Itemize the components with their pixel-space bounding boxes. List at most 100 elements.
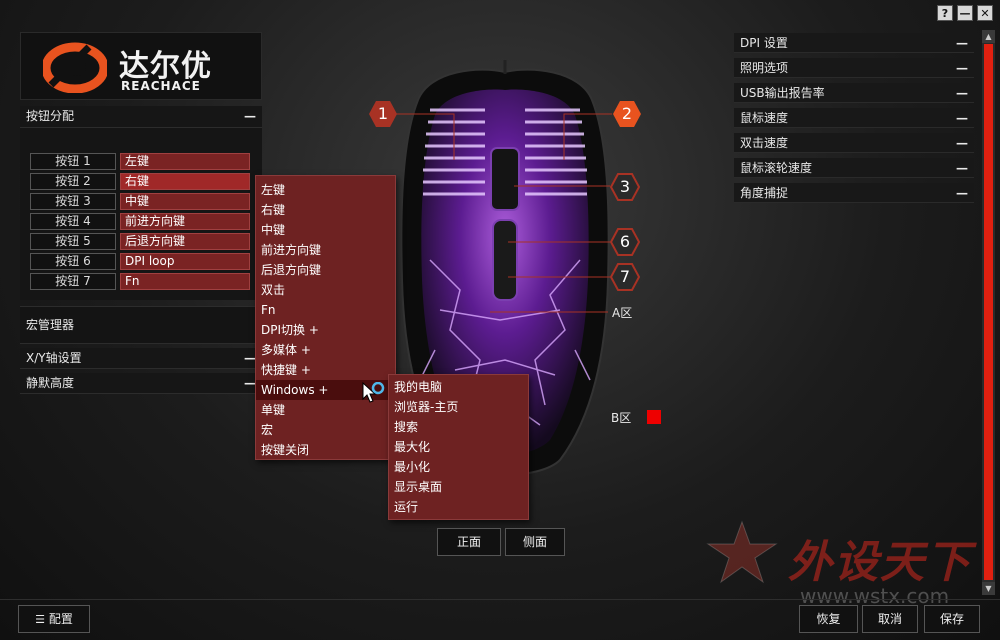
- callout-3-label: 3: [619, 177, 631, 196]
- usb-report-rate-label: USB输出报告率: [740, 86, 825, 100]
- button-value[interactable]: 右键: [120, 173, 250, 190]
- restore-button[interactable]: 恢复: [799, 605, 858, 633]
- windows-submenu: 我的电脑 浏览器-主页 搜索 最大化 最小化 显示桌面 运行: [388, 374, 529, 520]
- cancel-button[interactable]: 取消: [862, 605, 918, 633]
- dpi-settings-label: DPI 设置: [740, 36, 788, 50]
- submenu-item[interactable]: 浏览器-主页: [394, 400, 459, 414]
- menu-item[interactable]: 后退方向键: [261, 263, 322, 277]
- menu-item-dpi-switch[interactable]: DPI切换 +: [261, 323, 319, 337]
- submenu-item[interactable]: 最大化: [394, 440, 431, 454]
- config-label: 配置: [48, 612, 73, 626]
- close-button[interactable]: ✕: [977, 5, 993, 21]
- zone-b-color-swatch[interactable]: [647, 410, 661, 424]
- callout-7-marker[interactable]: [610, 263, 640, 291]
- scroll-up-icon[interactable]: ▲: [982, 30, 995, 43]
- brand-logo: 达尔优 REACHACE: [20, 32, 262, 100]
- submenu-item[interactable]: 显示桌面: [394, 480, 443, 494]
- cursor-busy-icon: [362, 382, 385, 403]
- callout-1-marker[interactable]: [368, 100, 398, 128]
- dpi-settings-header[interactable]: DPI 设置 —: [734, 33, 974, 53]
- callout-7-label: 7: [619, 267, 631, 286]
- menu-item-shortcut[interactable]: 快捷键 +: [261, 363, 311, 377]
- menu-item[interactable]: 左键: [261, 183, 286, 197]
- double-click-speed-header[interactable]: 双击速度 —: [734, 133, 974, 153]
- scroll-down-icon[interactable]: ▼: [982, 582, 995, 595]
- callout-6-label: 6: [619, 232, 631, 251]
- scroll-speed-header[interactable]: 鼠标滚轮速度 —: [734, 158, 974, 178]
- submenu-item[interactable]: 运行: [394, 500, 419, 514]
- usb-report-rate-header[interactable]: USB输出报告率 —: [734, 83, 974, 103]
- menu-item[interactable]: 单键: [261, 403, 286, 417]
- watermark-star-icon: [706, 520, 778, 584]
- button-value[interactable]: Fn: [120, 273, 250, 290]
- button-value[interactable]: 左键: [120, 153, 250, 170]
- lighting-options-header[interactable]: 照明选项 —: [734, 58, 974, 78]
- collapse-icon[interactable]: —: [244, 376, 256, 390]
- scrollbar-thumb[interactable]: [984, 44, 993, 580]
- menu-item[interactable]: 前进方向键: [261, 243, 322, 257]
- minimize-button[interactable]: —: [957, 5, 973, 21]
- callout-2-label: 2: [621, 104, 633, 123]
- button-label: 按钮 1: [30, 153, 116, 170]
- menu-item-windows[interactable]: Windows +: [256, 380, 395, 400]
- macro-manager-label: 宏管理器: [26, 318, 75, 332]
- xy-axis-title: X/Y轴设置: [26, 351, 82, 365]
- help-button[interactable]: ?: [937, 5, 953, 21]
- brand-name-en: REACHACE: [121, 79, 201, 93]
- xy-axis-header[interactable]: X/Y轴设置 —: [20, 348, 262, 369]
- collapse-icon[interactable]: —: [244, 351, 256, 365]
- callout-6-marker[interactable]: [610, 228, 640, 256]
- collapse-icon[interactable]: —: [956, 36, 968, 50]
- watermark-text-en: www.wstx.com: [800, 584, 950, 608]
- lift-height-header[interactable]: 静默高度 —: [20, 373, 262, 394]
- callout-3-marker[interactable]: [610, 173, 640, 201]
- button-label: 按钮 7: [30, 273, 116, 290]
- button-label: 按钮 4: [30, 213, 116, 230]
- collapse-icon[interactable]: —: [956, 161, 968, 175]
- collapse-icon[interactable]: —: [956, 136, 968, 150]
- mouse-speed-header[interactable]: 鼠标速度 —: [734, 108, 974, 128]
- menu-item[interactable]: 双击: [261, 283, 286, 297]
- config-button[interactable]: ☰ 配置: [18, 605, 90, 633]
- lighting-options-label: 照明选项: [740, 61, 789, 75]
- submenu-item[interactable]: 最小化: [394, 460, 431, 474]
- menu-item-multimedia[interactable]: 多媒体 +: [261, 343, 311, 357]
- side-view-button[interactable]: 侧面: [505, 528, 565, 556]
- button-assign-panel: 按钮 1 左键 按钮 2 右键 按钮 3 中键 按钮 4 前进方向键 按钮 5 …: [20, 128, 262, 300]
- menu-item[interactable]: Fn: [261, 303, 276, 317]
- angle-snapping-label: 角度捕捉: [740, 186, 789, 200]
- lift-height-title: 静默高度: [26, 376, 75, 390]
- zone-b-label: B区: [611, 411, 632, 425]
- list-icon: ☰: [35, 613, 46, 626]
- collapse-icon[interactable]: —: [956, 61, 968, 75]
- button-value[interactable]: 前进方向键: [120, 213, 250, 230]
- macro-manager-button[interactable]: 宏管理器: [20, 306, 262, 344]
- button-assign-header[interactable]: 按钮分配 —: [20, 106, 262, 128]
- watermark-text-cn: 外设天下: [788, 537, 972, 588]
- front-view-button[interactable]: 正面: [437, 528, 501, 556]
- menu-item[interactable]: 中键: [261, 223, 286, 237]
- brand-name-cn: 达尔优: [119, 49, 212, 84]
- menu-item[interactable]: 按键关闭: [261, 443, 310, 457]
- button-value[interactable]: 后退方向键: [120, 233, 250, 250]
- menu-item[interactable]: 宏: [261, 423, 274, 437]
- zone-a-label: A区: [612, 306, 633, 320]
- button-assign-title: 按钮分配: [26, 109, 75, 123]
- callout-2-marker[interactable]: [612, 100, 642, 128]
- button-label: 按钮 3: [30, 193, 116, 210]
- submenu-item[interactable]: 我的电脑: [394, 380, 443, 394]
- button-value[interactable]: DPI loop: [120, 253, 250, 270]
- menu-item[interactable]: 右键: [261, 203, 286, 217]
- brand-mark-icon: [43, 42, 107, 93]
- angle-snapping-header[interactable]: 角度捕捉 —: [734, 183, 974, 203]
- save-button[interactable]: 保存: [924, 605, 980, 633]
- collapse-icon[interactable]: —: [244, 109, 256, 123]
- submenu-item[interactable]: 搜索: [394, 420, 419, 434]
- button-label: 按钮 6: [30, 253, 116, 270]
- collapse-icon[interactable]: —: [956, 186, 968, 200]
- collapse-icon[interactable]: —: [956, 111, 968, 125]
- button-label: 按钮 2: [30, 173, 116, 190]
- button-value[interactable]: 中键: [120, 193, 250, 210]
- double-click-speed-label: 双击速度: [740, 136, 789, 150]
- collapse-icon[interactable]: —: [956, 86, 968, 100]
